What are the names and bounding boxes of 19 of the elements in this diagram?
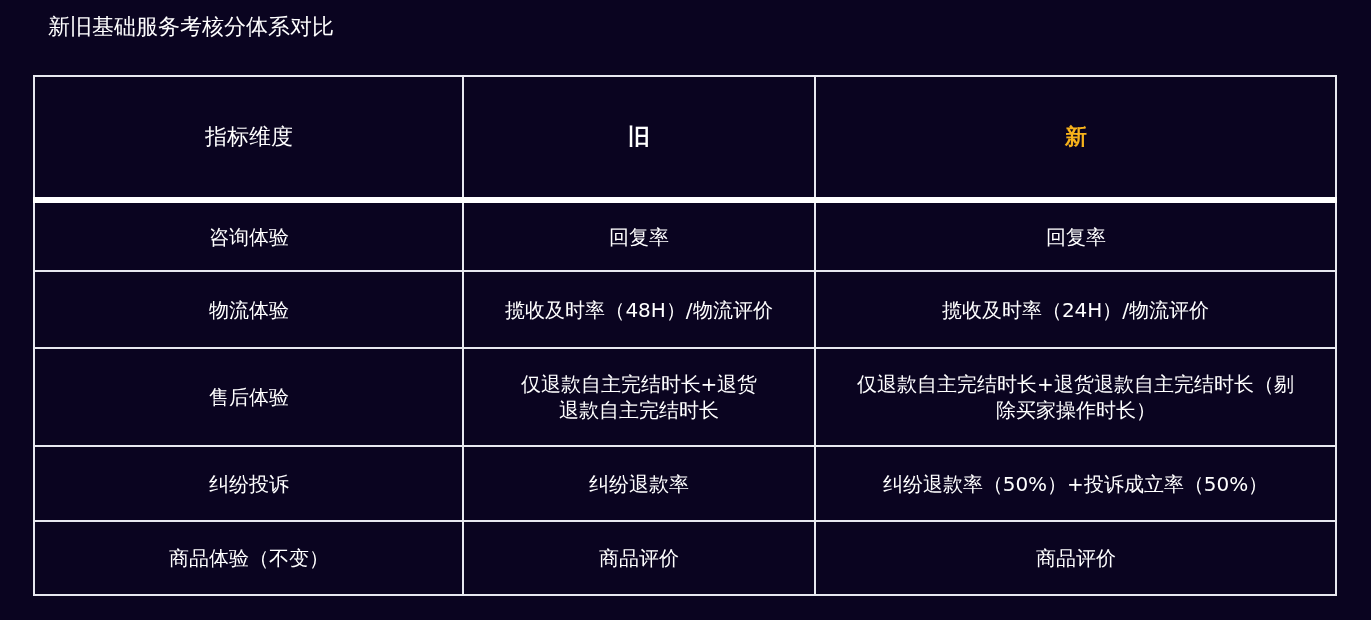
metric-text: 回复率 <box>1045 224 1106 249</box>
metric-text: 商品评价 <box>1035 546 1116 570</box>
metric-text: 纠纷退款率 <box>589 471 689 496</box>
page-title: 新旧基础服务考核分体系对比 <box>48 13 334 41</box>
metric-text: 纠纷退款率（50%）+投诉成立率（50%） <box>882 471 1269 496</box>
dimension-label: 物流体验 <box>208 297 289 322</box>
dimension-label: 纠纷投诉 <box>208 471 289 496</box>
metric-text: 揽收及时率（24H）/物流评价 <box>941 297 1210 322</box>
column-header: 新 <box>1064 123 1087 149</box>
metric-text: 揽收及时率（48H）/物流评价 <box>505 297 773 322</box>
column-header: 指标维度 <box>204 123 293 149</box>
metric-text: 商品评价 <box>599 546 679 570</box>
column-header: 旧 <box>628 123 650 149</box>
dimension-label: 咨询体验 <box>208 224 289 249</box>
dimension-label: 售后体验 <box>208 384 289 410</box>
metric-text: 仅退款自主完结时长+退货退款自主完结时长（剔除买家操作时长） <box>856 371 1295 423</box>
metric-text: 仅退款自主完结时长+退货退款自主完结时长 <box>519 371 759 423</box>
dimension-label: 商品体验（不变） <box>168 546 329 570</box>
metric-text: 回复率 <box>609 224 669 249</box>
